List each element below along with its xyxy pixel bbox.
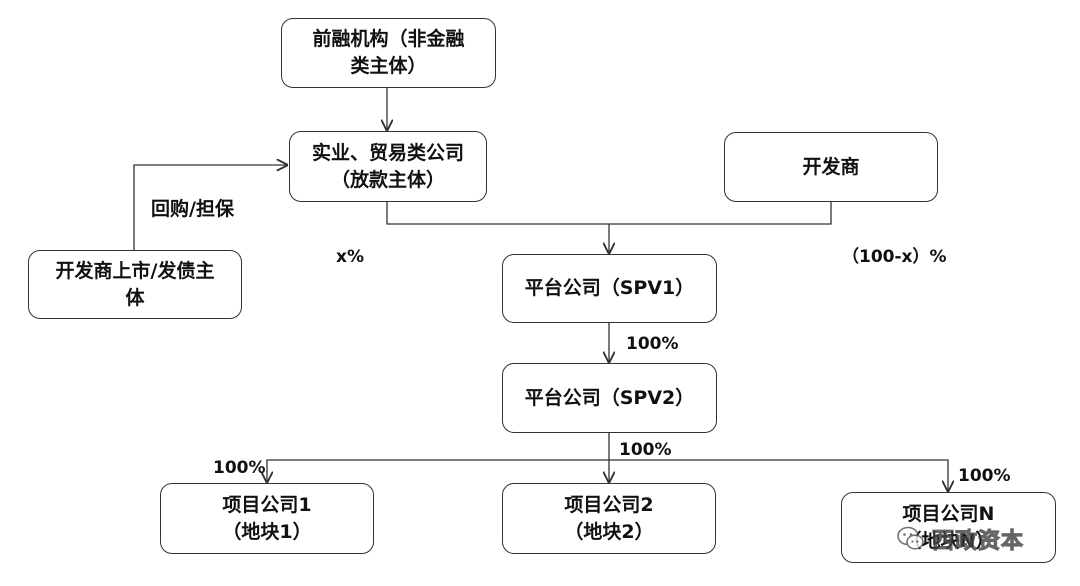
watermark-text: 西政资本 (931, 529, 1025, 555)
node-project-company-2: 项目公司2 （地块2） (502, 483, 716, 554)
label-to-project-n: 100% (958, 466, 1011, 486)
node-listed-developer: 开发商上市/发债主 体 (28, 250, 242, 319)
label-spv2-to-projects: 100% (619, 440, 672, 460)
node-project-company-1: 项目公司1 （地块1） (160, 483, 374, 554)
label-spv1-to-spv2: 100% (626, 334, 679, 354)
label-to-project-1: 100% (213, 458, 266, 478)
node-spv1: 平台公司（SPV1） (502, 254, 717, 323)
arrow-to-projN (609, 459, 948, 491)
label-developer-share: （100-x）% (842, 247, 947, 267)
label-lender-share: x% (336, 247, 364, 267)
node-spv2: 平台公司（SPV2） (502, 363, 717, 433)
label-buyback-guarantee: 回购/担保 (151, 198, 234, 220)
node-project-company-n: 项目公司N （地块N） (841, 492, 1056, 563)
watermark: 西政资本 (896, 524, 1025, 555)
wechat-icon (897, 526, 924, 550)
node-lending-company: 实业、贸易类公司 （放款主体） (289, 131, 487, 202)
arrow-guarantee-to-lender (133, 165, 287, 250)
node-developer: 开发商 (724, 132, 938, 202)
line-lender-down (386, 202, 832, 225)
arrow-to-proj1 (267, 459, 609, 482)
node-prefinance-institution: 前融机构（非金融 类主体） (281, 18, 496, 88)
